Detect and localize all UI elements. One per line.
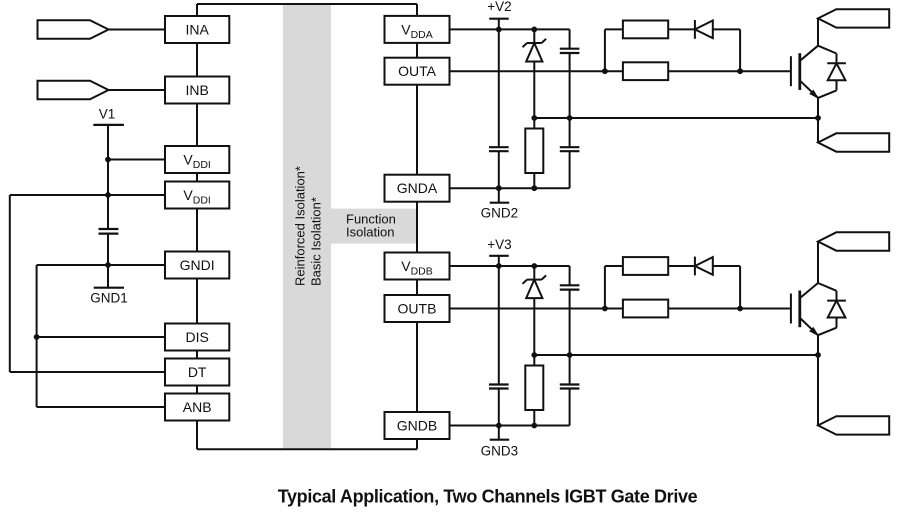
svg-text:V1: V1	[99, 107, 116, 122]
svg-text:GNDA: GNDA	[397, 180, 438, 196]
svg-text:GND2: GND2	[481, 206, 519, 221]
svg-text:+V3: +V3	[487, 237, 511, 252]
svg-text:GNDI: GNDI	[180, 257, 215, 273]
svg-text:OUTB: OUTB	[398, 301, 437, 317]
svg-text:VDDB: VDDB	[401, 258, 433, 278]
svg-text:DIS: DIS	[185, 329, 208, 345]
svg-text:OUTA: OUTA	[398, 63, 437, 79]
svg-text:ANB: ANB	[183, 399, 212, 415]
svg-text:GND1: GND1	[90, 291, 128, 306]
svg-text:GND3: GND3	[481, 443, 519, 458]
svg-text:INB: INB	[185, 82, 208, 98]
svg-text:GNDB: GNDB	[397, 418, 437, 434]
svg-text:Isolation: Isolation	[346, 225, 394, 240]
svg-text:+V2: +V2	[487, 0, 511, 14]
svg-text:Basic Isolation*: Basic Isolation*	[309, 197, 324, 286]
svg-text:Typical Application, Two Chann: Typical Application, Two Channels IGBT G…	[278, 487, 698, 507]
svg-text:INA: INA	[185, 22, 209, 38]
svg-text:DT: DT	[188, 364, 207, 380]
svg-text:Function: Function	[346, 211, 396, 226]
svg-text:Reinforced Isolation*: Reinforced Isolation*	[293, 166, 308, 286]
